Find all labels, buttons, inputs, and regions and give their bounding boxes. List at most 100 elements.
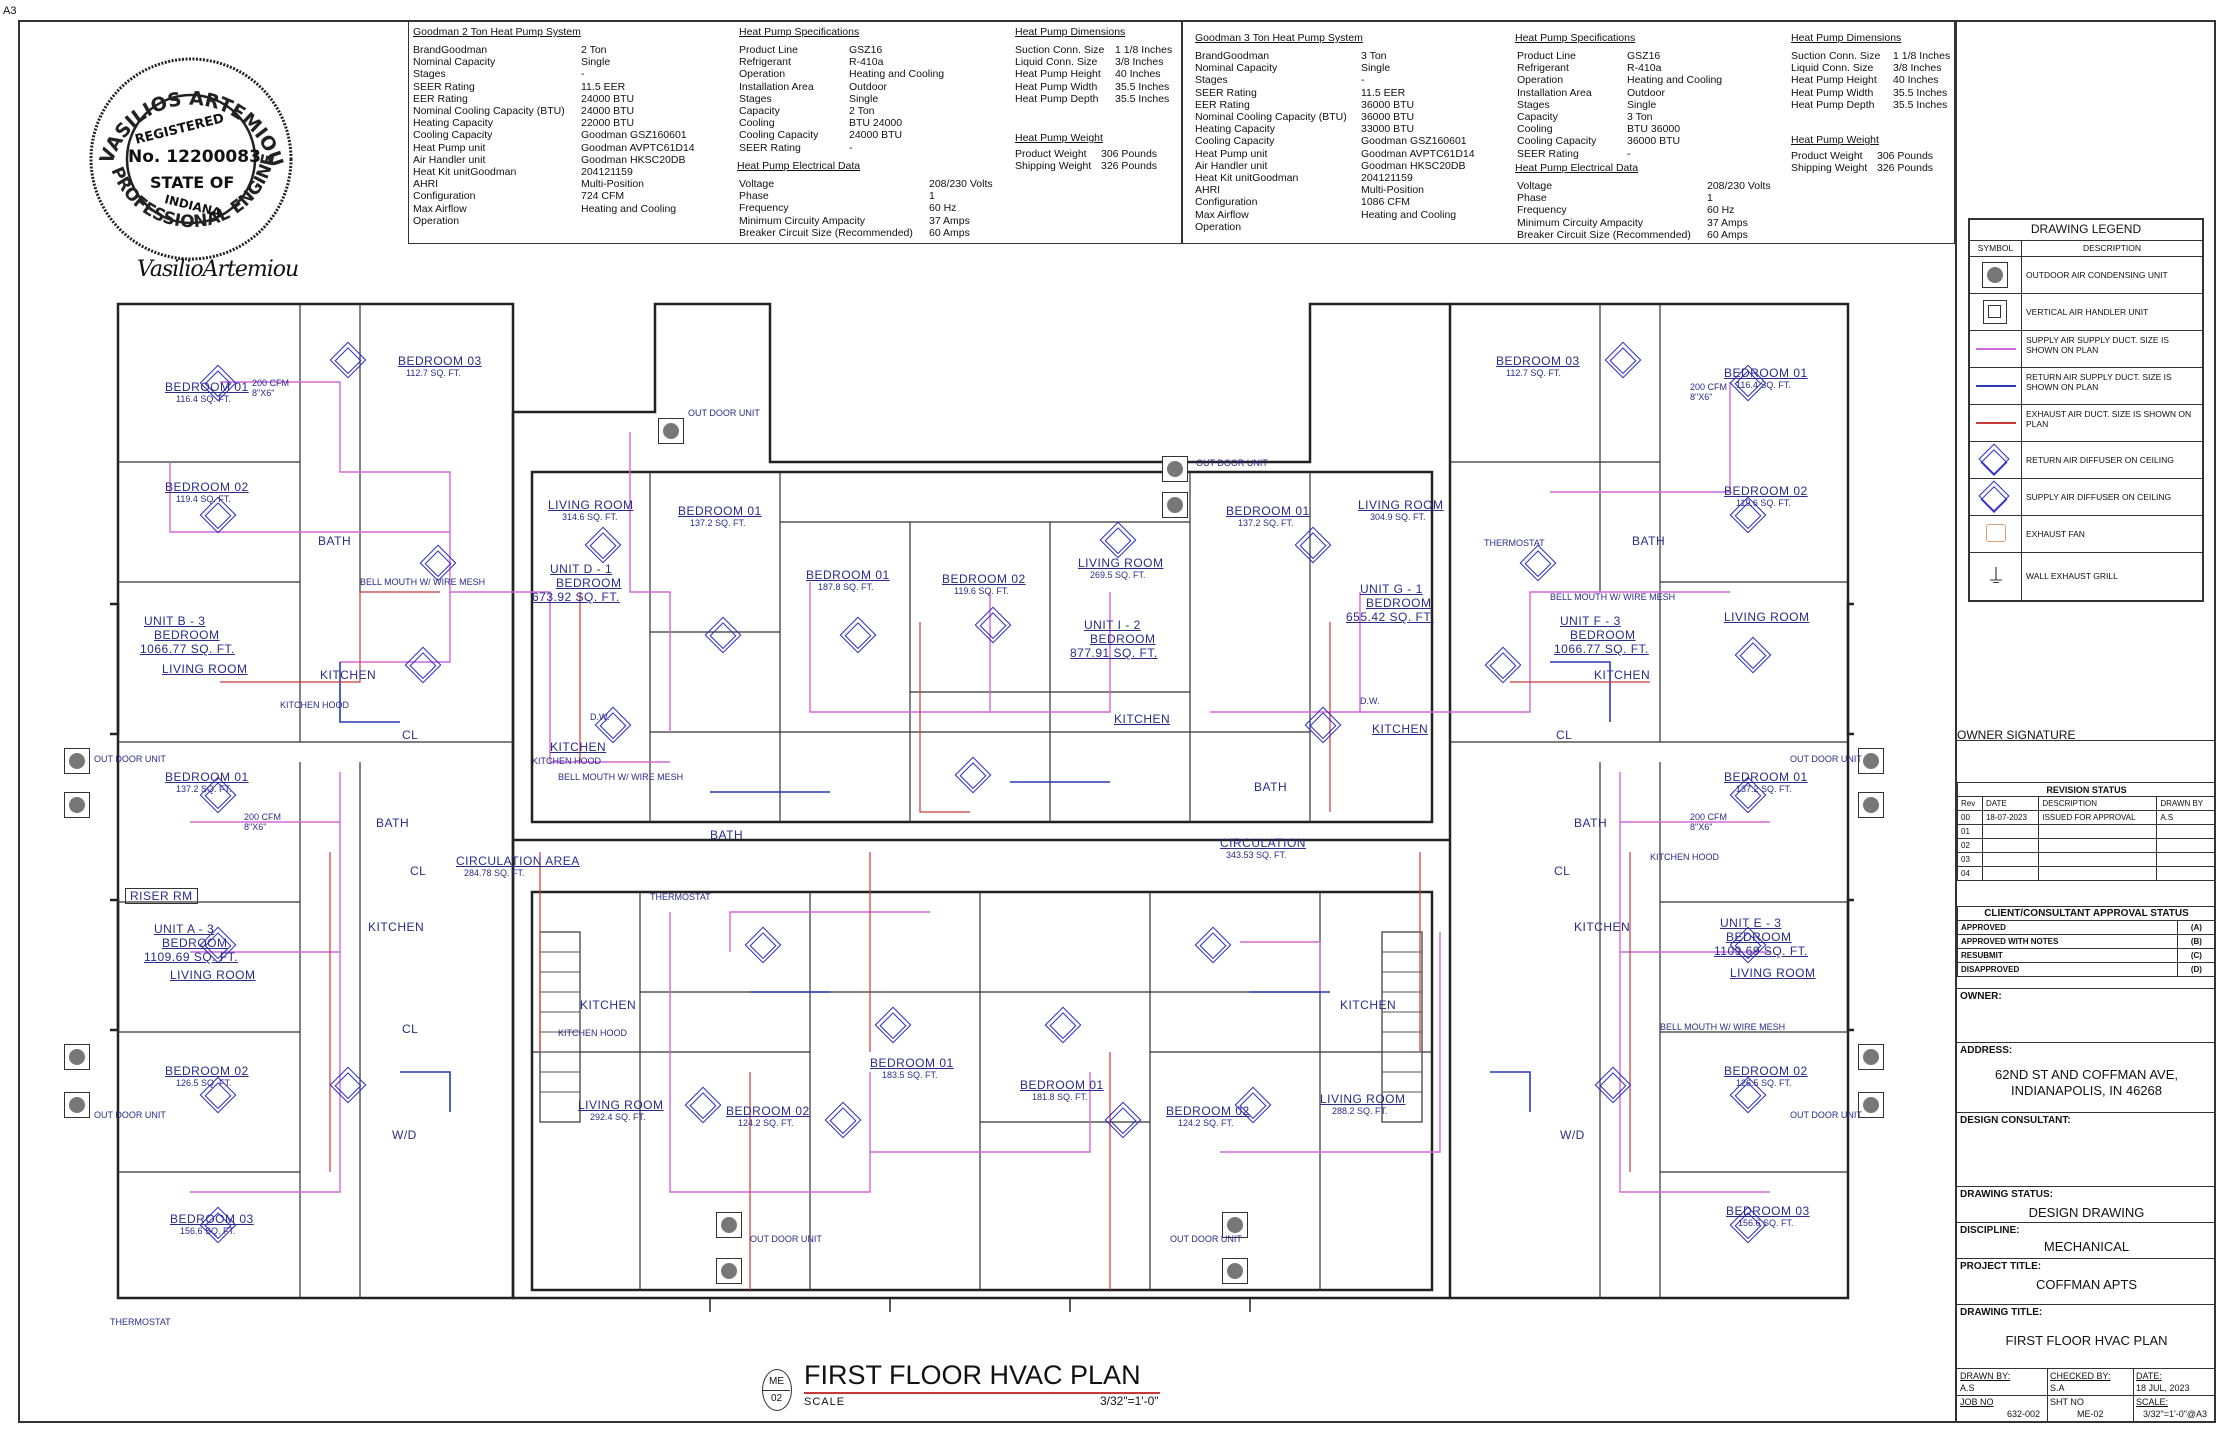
outdoor-unit-icon [716, 1212, 742, 1238]
spec-line: R-410a [1627, 62, 1662, 75]
legend-item: EXHAUST FAN [2026, 529, 2085, 539]
sheet-border [18, 20, 2216, 1423]
spec-line: Cooling Capacity [1517, 135, 1597, 148]
spec-line: Single [581, 56, 611, 69]
airflow-label: 200 CFM [1690, 382, 1728, 392]
spec-line: 24000 BTU [581, 92, 635, 105]
room-area: 126.5 SQ. FT. [1736, 1078, 1792, 1088]
spec-line: Nominal Cooling Capacity (BTU) [1195, 111, 1347, 124]
room-label: BEDROOM 02 [942, 572, 1026, 586]
room-label: BEDROOM 02 [1166, 1104, 1250, 1118]
duct-size-label: 8"X6" [252, 388, 275, 398]
spec-line: Heat Pump Width [1791, 86, 1874, 99]
room-label: KITCHEN [1372, 722, 1429, 736]
spec-line: Configuration [1195, 196, 1258, 209]
approval-code: (D) [2176, 962, 2217, 977]
spec-line: Cooling [739, 117, 775, 130]
address-label: ADDRESS: [1960, 1045, 2013, 1056]
dishwasher-label: D.W. [590, 712, 610, 722]
spec-line: SEER Rating [413, 80, 475, 93]
project-title: COFFMAN APTS [2035, 1277, 2138, 1292]
floor-plan[interactable]: BEDROOM 01 116.4 SQ. FT. BEDROOM 03 112.… [56, 292, 1910, 1359]
spec-line: Shipping Weight [1791, 162, 1868, 175]
spec-line: Stages [413, 68, 446, 81]
bath-label: BATH [1632, 534, 1666, 548]
duct-size-label: 8"X6" [1690, 822, 1713, 832]
room-label: BEDROOM 03 [1496, 354, 1580, 368]
spec-line: 60 Amps [929, 226, 970, 239]
rev-header: Rev [1957, 796, 1983, 811]
outdoor-unit-icon [1162, 492, 1188, 518]
legend-item: SUPPLY AIR DIFFUSER ON CEILING [2026, 492, 2172, 502]
spec-line: Heating Capacity [413, 117, 493, 130]
spec-line: Installation Area [739, 80, 814, 93]
bell-mouth-label: BELL MOUTH W/ WIRE MESH [1550, 592, 1676, 602]
spec-line: Suction Conn. Size [1015, 44, 1105, 56]
unit-label: UNIT A - 3 [154, 922, 215, 936]
room-area: 137.2 SQ. FT. [1736, 784, 1792, 794]
spec-line: Air Handler unit [1195, 159, 1268, 172]
room-label: BEDROOM 02 [1724, 1064, 1808, 1078]
spec-line: 35.5 Inches [1893, 98, 1948, 111]
spec-line: SEER Rating [1195, 86, 1257, 99]
drawing-status: DESIGN DRAWING [2028, 1205, 2145, 1220]
outdoor-unit-icon [1162, 456, 1188, 482]
room-label: KITCHEN [1114, 712, 1171, 726]
spec-line: Heating and Cooling [1627, 74, 1723, 87]
airflow-label: 200 CFM [244, 812, 282, 822]
room-area: 137.2 SQ. FT. [690, 518, 746, 528]
outdoor-unit-label: OUT DOOR UNIT [1170, 1234, 1242, 1244]
spec-line: Single [1627, 98, 1657, 111]
spec-line: - [849, 141, 853, 154]
unit-area: 1066.77 SQ. FT. [1554, 642, 1649, 656]
spec-line: Heat Kit unitGoodman [1195, 172, 1299, 185]
closet-label: CL [402, 1022, 419, 1036]
room-label: BEDROOM 01 [1724, 770, 1808, 784]
closet-label: CL [1554, 864, 1571, 878]
room-label: BEDROOM 01 [1020, 1078, 1104, 1092]
spec-line: SEER Rating [739, 141, 801, 154]
room-area: 187.8 SQ. FT. [818, 582, 874, 592]
spec-line: Air Handler unit [413, 153, 486, 166]
kitchen-label: KITCHEN [320, 668, 377, 682]
spec-line: Frequency [739, 202, 789, 215]
bell-mouth-label: BELL MOUTH W/ WIRE MESH [360, 577, 486, 587]
outdoor-unit-label: OUT DOOR UNIT [1196, 458, 1268, 468]
legend-item: SUPPLY AIR SUPPLY DUCT. SIZE IS SHOWN ON… [2026, 335, 2169, 355]
outdoor-unit-label: OUT DOOR UNIT [1790, 1110, 1862, 1120]
rev-cell: 03 [1957, 852, 1983, 867]
unit-label: UNIT F - 3 [1560, 614, 1621, 628]
room-area: 126.5 SQ. FT. [176, 1078, 232, 1088]
room-label: LIVING ROOM [1730, 966, 1816, 980]
room-area: 112.7 SQ. FT. [406, 368, 461, 378]
approval-code: (B) [2176, 934, 2217, 949]
approval-code: (C) [2176, 948, 2217, 963]
room-label: BEDROOM 01 [806, 568, 890, 582]
kitchen-label: KITCHEN [1594, 668, 1651, 682]
drawing-title-label: DRAWING TITLE: [1960, 1307, 2043, 1318]
unit-label: UNIT E - 3 [1720, 916, 1782, 930]
air-handler-icon [1983, 300, 2007, 324]
spec-line: AHRI [1195, 184, 1221, 197]
kitchen-label: KITCHEN [1574, 920, 1631, 934]
stamp-seal: VASILIOS ARTEMIOU PROFESSIONAL ENGINEER [81, 41, 293, 261]
outdoor-unit-icon [1858, 1044, 1884, 1070]
room-area: 292.4 SQ. FT. [590, 1112, 646, 1122]
spec-line: Phase [1517, 192, 1547, 205]
unit-area: 1109.69 SQ. FT. [1714, 944, 1808, 958]
stamp-state-of: STATE OF [150, 173, 235, 192]
spec-line: Refrigerant [739, 56, 791, 69]
drawing-reference-bubble: ME 02 [762, 1369, 792, 1411]
spec-line: 22000 BTU [581, 117, 635, 130]
spec-line: 208/230 Volts [1707, 180, 1771, 192]
spec-line: Goodman HKSC20DB [581, 153, 686, 166]
room-area: 304.9 SQ. FT. [1370, 512, 1426, 522]
spec-line: 208/230 Volts [929, 178, 993, 190]
stamp-number: No. 12200083 [128, 147, 261, 167]
duct-size-label: 8"X6" [244, 822, 267, 832]
spec-line: Heat Pump unit [413, 141, 486, 154]
outdoor-unit-icon [64, 1044, 90, 1070]
